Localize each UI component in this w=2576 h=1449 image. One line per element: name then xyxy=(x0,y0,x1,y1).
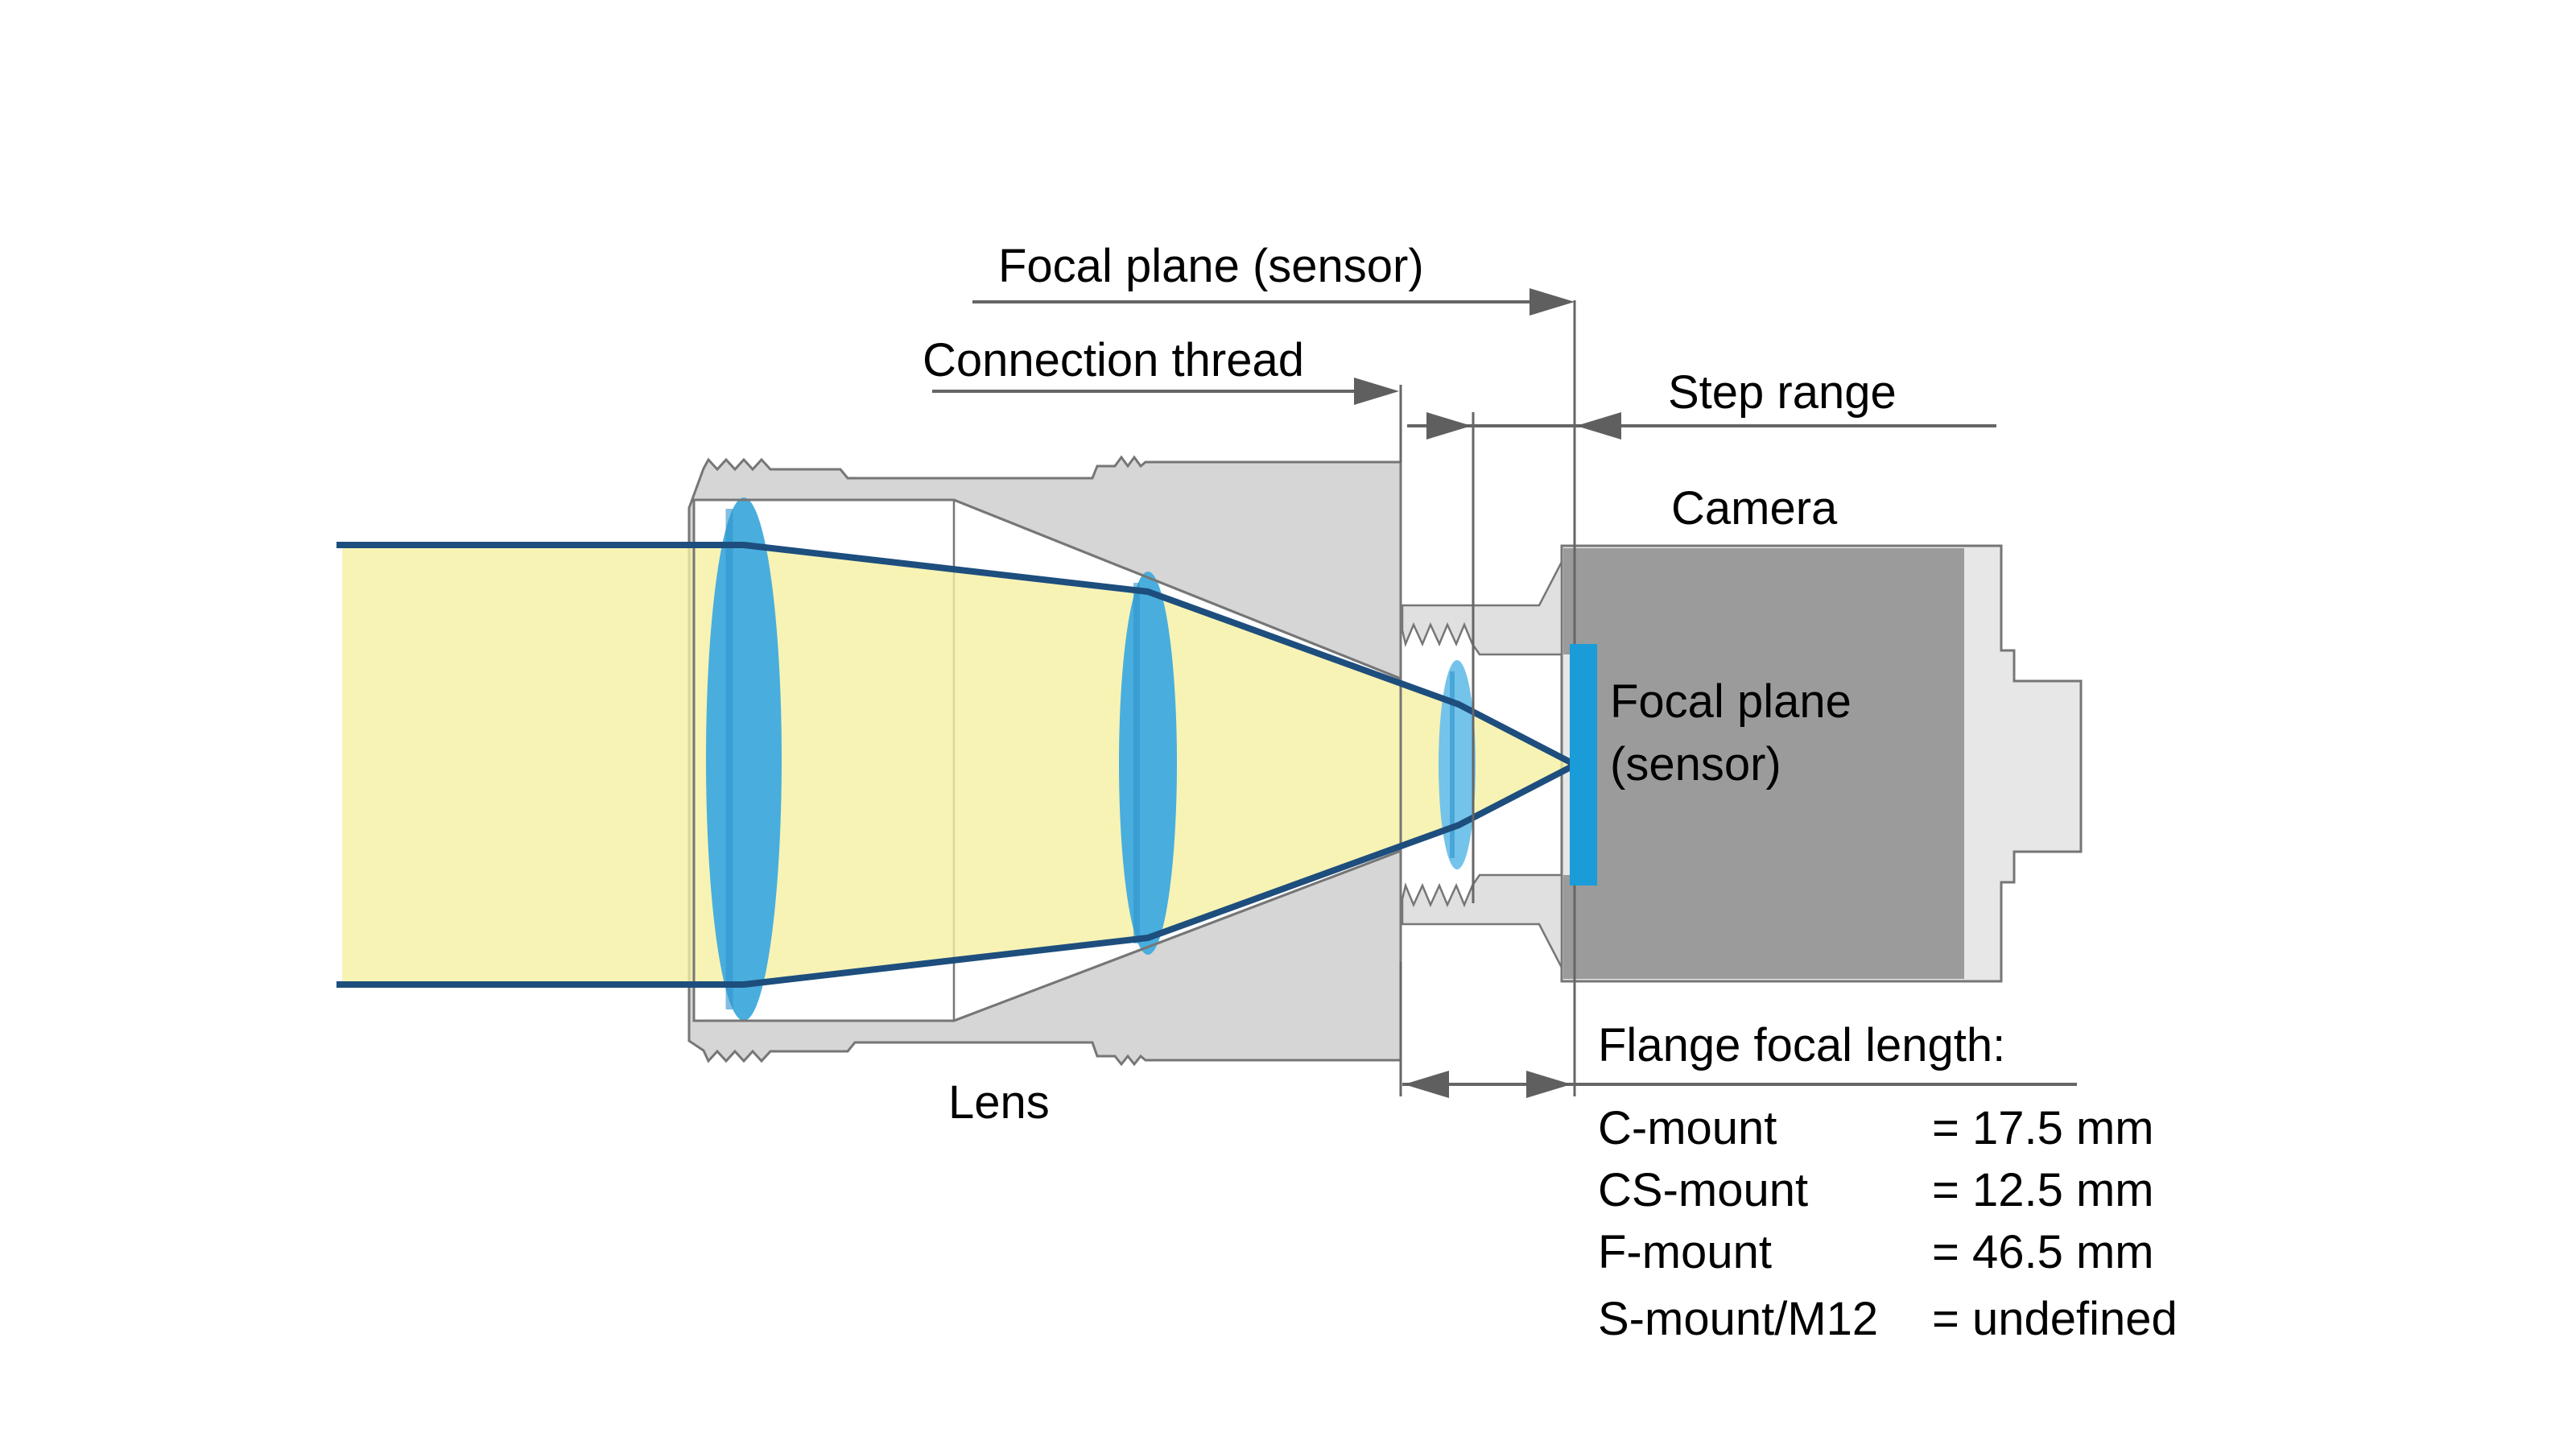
mount-value: = 46.5 mm xyxy=(1932,1226,2154,1278)
mount-name: F-mount xyxy=(1598,1226,1772,1278)
arrowhead-step-range-left xyxy=(1426,412,1472,440)
arrowhead-flange-right xyxy=(1526,1071,1571,1098)
table-row: CS-mount = 12.5 mm xyxy=(1598,1163,2154,1217)
lens-inner-window-outline xyxy=(692,498,1402,1022)
mount-value: = 17.5 mm xyxy=(1932,1102,2154,1154)
label-connection-thread: Connection thread xyxy=(923,334,1304,386)
lens-element-3 xyxy=(1439,660,1476,869)
light-beam xyxy=(342,548,1573,981)
marginal-ray-top xyxy=(336,542,1575,767)
arrowhead-connection-thread xyxy=(1354,378,1399,405)
lens-element-2 xyxy=(1119,572,1177,955)
mount-thread-bottom xyxy=(1401,873,1563,968)
label-lens: Lens xyxy=(948,1076,1050,1129)
label-flange-title: Flange focal length: xyxy=(1598,1019,2006,1071)
table-row: C-mount = 17.5 mm xyxy=(1598,1101,2154,1155)
lens-element-1 xyxy=(706,497,782,1021)
label-focal-plane-dimension: Focal plane (sensor) xyxy=(998,240,1424,292)
mount-value: = 12.5 mm xyxy=(1932,1164,2154,1216)
mount-name: C-mount xyxy=(1598,1102,1777,1154)
mount-value: = undefined xyxy=(1932,1293,2178,1345)
arrowhead-flange-left xyxy=(1404,1071,1449,1098)
arrowhead-focal-plane xyxy=(1530,288,1575,316)
table-row: S-mount/M12 = undefined xyxy=(1598,1292,2178,1346)
mount-name: CS-mount xyxy=(1598,1164,1809,1216)
sensor-bar xyxy=(1570,644,1597,886)
label-step-range: Step range xyxy=(1668,366,1897,419)
label-camera: Camera xyxy=(1671,482,1838,535)
arrowhead-step-range-right xyxy=(1576,412,1621,440)
mount-thread-top xyxy=(1401,561,1563,656)
label-sensor-line2: (sensor) xyxy=(1610,738,1781,791)
table-row: F-mount = 46.5 mm xyxy=(1598,1225,2154,1279)
mount-name: S-mount/M12 xyxy=(1598,1293,1879,1345)
camera-core xyxy=(1563,548,1964,979)
label-sensor: Focal plane (sensor) xyxy=(1610,671,1852,796)
marginal-ray-bottom xyxy=(336,762,1575,988)
label-sensor-line1: Focal plane xyxy=(1610,675,1852,728)
